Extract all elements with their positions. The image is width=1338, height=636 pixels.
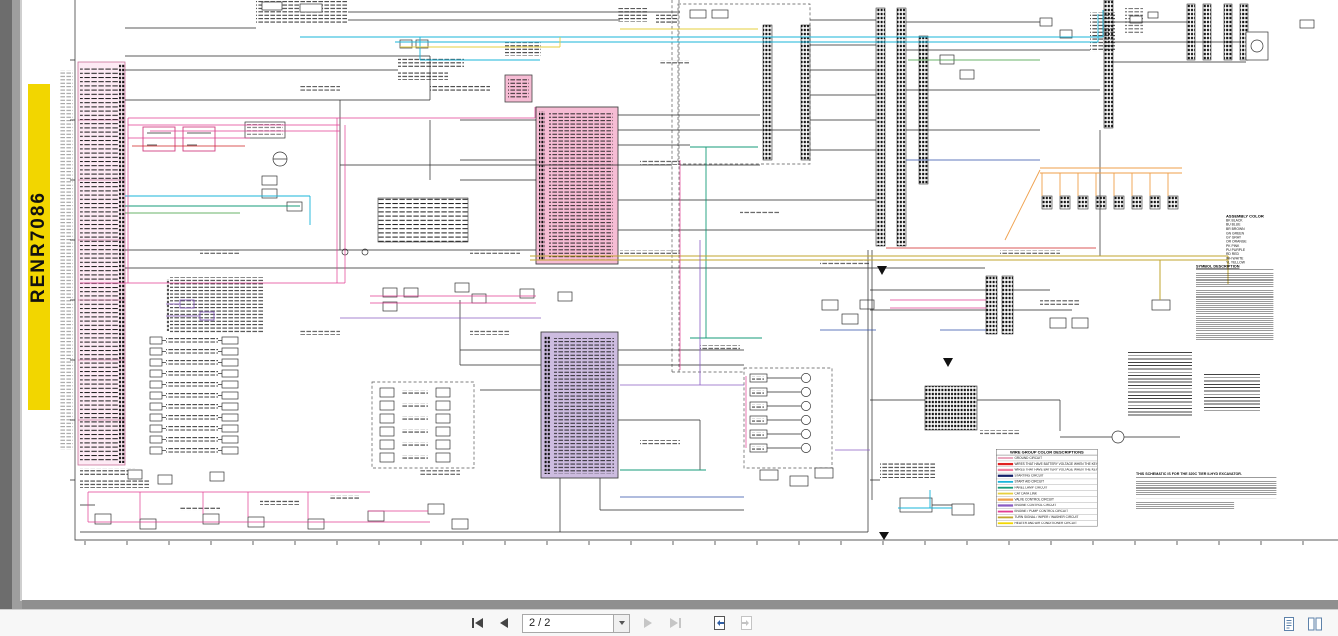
legend-label: TURN SIGNAL / WIPER / WASHER CIRCUIT xyxy=(1014,516,1097,519)
legend-label: HEATER AND AIR CONDITIONER CIRCUIT xyxy=(1014,522,1097,525)
previous-view-icon xyxy=(712,615,727,631)
continuous-view-button[interactable] xyxy=(1306,614,1324,634)
legend-label: START AID CIRCUIT xyxy=(1014,480,1097,483)
symbol-list-lines xyxy=(1196,269,1273,340)
single-page-icon xyxy=(1281,616,1297,632)
legend-swatch xyxy=(998,516,1013,518)
page-number-input[interactable]: 2 / 2 xyxy=(523,615,613,632)
previous-view-button[interactable] xyxy=(710,613,728,633)
next-view-icon xyxy=(739,615,754,631)
notes-fine-print-2 xyxy=(1136,501,1234,510)
next-page-button[interactable] xyxy=(639,613,657,633)
legend-swatch xyxy=(998,463,1013,465)
single-page-view-button[interactable] xyxy=(1280,614,1298,634)
legend-label: ENGINE CONTROL CIRCUIT xyxy=(1014,504,1097,507)
schematic-notes: THIS SCHEMATIC IS FOR THE 320C TIER II-H… xyxy=(1136,472,1338,556)
legend-swatch xyxy=(998,481,1013,483)
legend-swatch xyxy=(998,475,1013,477)
page-dropdown-button[interactable] xyxy=(613,615,629,632)
legend-swatch xyxy=(998,457,1013,459)
harness-gauge-table xyxy=(1128,352,1192,418)
fuse-block xyxy=(378,198,468,242)
legend-swatch xyxy=(998,510,1013,512)
legend-swatch xyxy=(998,487,1013,489)
legend-label: GROUND CIRCUIT xyxy=(1014,456,1097,459)
legend-row: HEATER AND AIR CONDITIONER CIRCUIT xyxy=(996,521,1097,526)
two-column-icon xyxy=(1307,616,1323,632)
notes-fine-print xyxy=(1136,477,1276,498)
controller-block-purple xyxy=(541,332,618,478)
legend-swatch xyxy=(998,522,1013,524)
legend-label: WIRES THAT HAVE BATTERY VOLTAGE WHEN THE… xyxy=(1014,462,1097,465)
first-page-button[interactable] xyxy=(468,613,486,633)
next-view-button[interactable] xyxy=(737,613,755,633)
page-navigation-group: 2 / 2 xyxy=(468,613,755,633)
legend-swatch xyxy=(998,493,1013,495)
legend-swatch xyxy=(998,499,1013,501)
cable-gauge-table xyxy=(1204,374,1260,412)
symbol-list-header: SYMBOL DESCRIPTION xyxy=(1196,264,1273,269)
legend-label: PANEL LAMP CIRCUIT xyxy=(1014,486,1097,489)
legend-swatch xyxy=(998,505,1013,507)
legend-swatch xyxy=(998,469,1013,471)
spine-label-text: RENR7086 xyxy=(28,191,50,303)
pdf-toolbar: 2 / 2 xyxy=(0,609,1338,636)
view-mode-group xyxy=(1280,614,1324,634)
manual-spine-label: RENR7086 xyxy=(28,84,50,410)
prev-page-button[interactable] xyxy=(495,613,513,633)
last-page-button[interactable] xyxy=(666,613,684,633)
chevron-down-icon xyxy=(619,621,625,625)
legend-label: STARTING CIRCUIT xyxy=(1014,474,1097,477)
page-number-control[interactable]: 2 / 2 xyxy=(522,614,630,633)
legend-label: WIRES THAT HAVE BATTERY VOLTAGE WHEN THE… xyxy=(1014,468,1097,471)
schematic-note-text: THIS SCHEMATIC IS FOR THE 320C TIER II-H… xyxy=(1136,472,1276,476)
legend-label: ENGINE / PUMP CONTROL CIRCUIT xyxy=(1014,510,1097,513)
legend-label: VALVE CONTROL CIRCUIT xyxy=(1014,498,1097,501)
legend-label: CAT DATA LINK xyxy=(1014,492,1097,495)
